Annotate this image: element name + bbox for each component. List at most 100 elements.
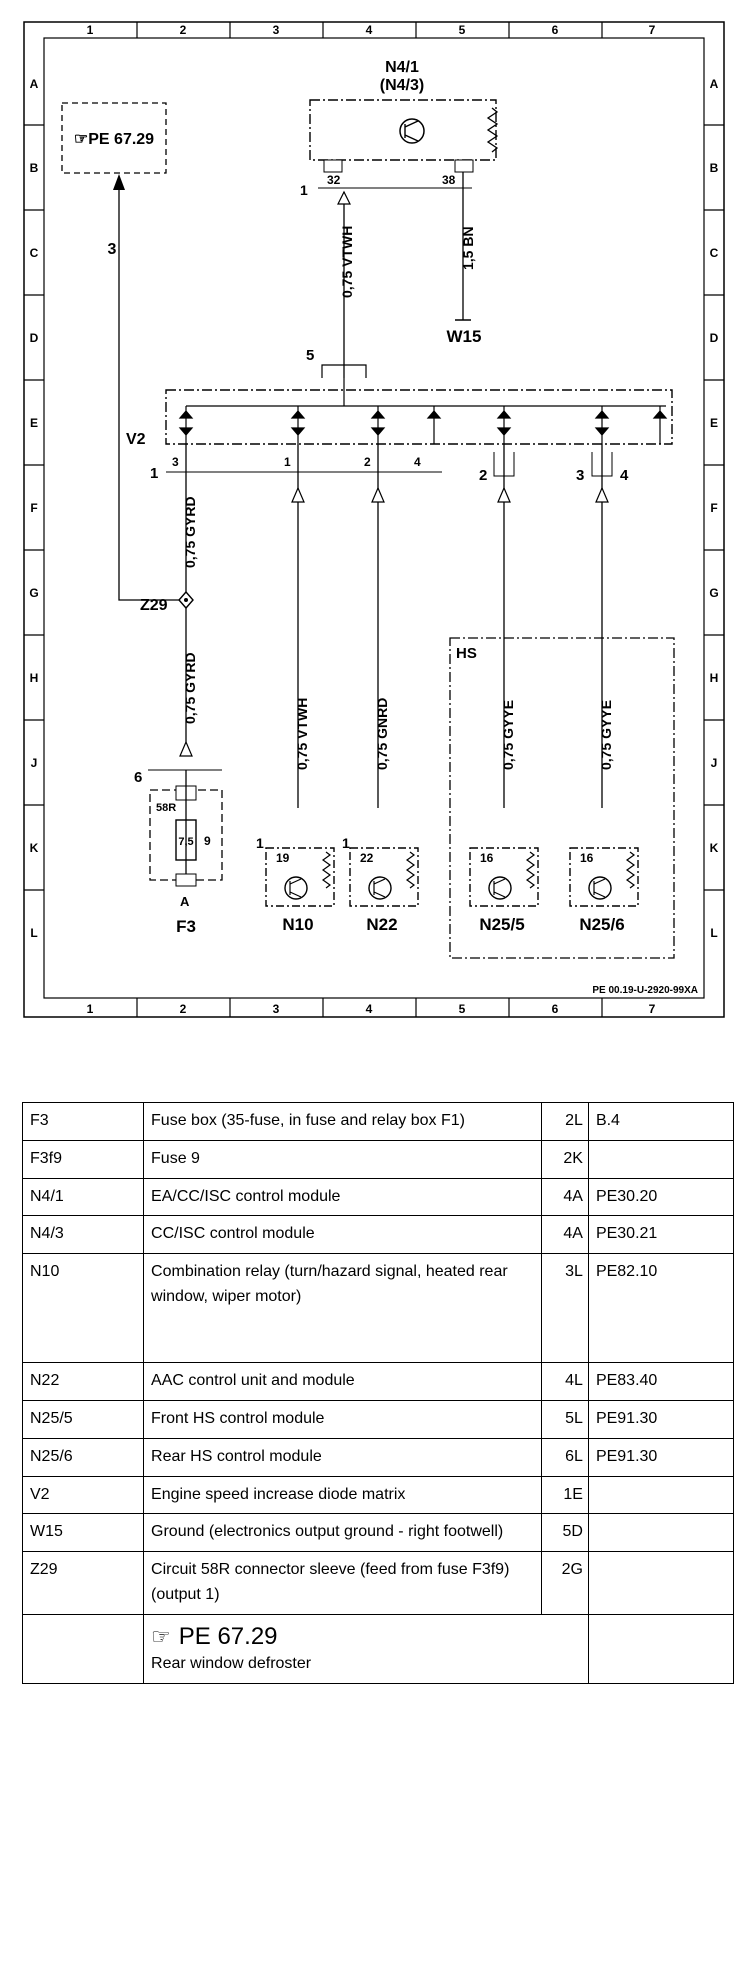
- legend-loc: 1E: [541, 1475, 589, 1515]
- legend-ref: [587, 1139, 735, 1179]
- connector-label: 1: [256, 835, 264, 851]
- transistor-icon: [368, 876, 392, 900]
- row-label: G: [29, 586, 38, 600]
- legend-ref: PE83.40: [587, 1362, 735, 1401]
- row-label: D: [30, 331, 39, 345]
- f3-label: F3: [176, 917, 196, 936]
- n10-module: [265, 847, 335, 907]
- legend-loc: 4A: [541, 1177, 589, 1217]
- transistor-icon: [488, 876, 512, 900]
- connector-label: 1: [150, 465, 158, 482]
- row-label: C: [30, 246, 39, 260]
- row-label: D: [710, 331, 719, 345]
- row-label: A: [710, 77, 719, 91]
- col-label: 3: [273, 23, 280, 37]
- row-label: B: [710, 161, 719, 175]
- legend-code: N25/6: [21, 1437, 145, 1477]
- col-label: 4: [366, 1002, 373, 1016]
- legend-loc: 5D: [541, 1513, 589, 1553]
- row-label: K: [30, 841, 39, 855]
- legend-code: N10: [21, 1253, 145, 1364]
- legend-desc: Circuit 58R connector sleeve (feed from …: [143, 1551, 543, 1615]
- legend-loc: 2K: [541, 1139, 589, 1179]
- row-label: J: [31, 756, 38, 770]
- n4-alt-label: (N4/3): [380, 77, 424, 94]
- legend-ref: PE30.20: [587, 1177, 735, 1217]
- transistor-icon: [284, 876, 308, 900]
- col-label: 2: [180, 23, 187, 37]
- legend-code: N4/1: [21, 1177, 145, 1217]
- n25-5-label: N25/5: [479, 915, 524, 934]
- legend-code: N22: [21, 1362, 145, 1401]
- legend-code: F3: [21, 1102, 145, 1141]
- resistor-icon: [405, 851, 416, 889]
- legend-code: N25/5: [21, 1399, 145, 1439]
- row-label: K: [710, 841, 719, 855]
- frame-inner: [43, 37, 705, 999]
- resistor-icon: [625, 851, 636, 889]
- legend-ref: [587, 1613, 735, 1684]
- v2-diode-matrix: [165, 389, 673, 445]
- legend-ref: [587, 1513, 735, 1553]
- connector-label: 1: [342, 835, 350, 851]
- v2-pin: 3: [172, 455, 179, 469]
- legend-desc: CC/ISC control module: [143, 1215, 543, 1255]
- n22-pin: 22: [360, 851, 374, 865]
- col-label: 7: [649, 23, 656, 37]
- row-label: L: [710, 926, 717, 940]
- legend-ref: B.4: [587, 1102, 735, 1141]
- legend-code: F3f9: [21, 1139, 145, 1179]
- row-label: L: [30, 926, 37, 940]
- n4-label: N4/1: [385, 59, 419, 76]
- connector-label: 1: [300, 182, 308, 198]
- row-label: E: [710, 416, 718, 430]
- legend-ref: PE30.21: [587, 1215, 735, 1255]
- legend-loc: 6L: [541, 1437, 589, 1477]
- wire-label: 0,75 GYRD: [182, 496, 198, 568]
- legend-ref: PE91.30: [587, 1399, 735, 1439]
- col-label: 7: [649, 1002, 656, 1016]
- connector-label: 5: [306, 347, 314, 364]
- n25-6-module: [569, 847, 639, 907]
- legend-desc: Fuse 9: [143, 1139, 543, 1179]
- row-label: F: [710, 501, 717, 515]
- legend-code: W15: [21, 1513, 145, 1553]
- col-label: 5: [459, 1002, 466, 1016]
- wire-label: 0,75 GYRD: [182, 652, 198, 724]
- connector-label: 3: [108, 241, 117, 258]
- resistor-icon: [486, 107, 499, 153]
- z29-label: Z29: [140, 597, 168, 614]
- wire-label: 0,75 VTWH: [339, 226, 355, 298]
- wire-label: 1,5 BN: [460, 226, 476, 270]
- row-label: J: [711, 756, 718, 770]
- legend-desc: Fuse box (35-fuse, in fuse and relay box…: [143, 1102, 543, 1141]
- connector-label: 6: [134, 769, 142, 786]
- wire-label: 0,75 GYYE: [598, 700, 614, 770]
- legend-desc: Ground (electronics output ground - righ…: [143, 1513, 543, 1553]
- hs-box: [449, 637, 675, 959]
- transistor-icon-lines: [404, 120, 419, 142]
- wiring-diagram: 1 2 3 4 5 6 7 1 2 3 4 5 6 7 A B C D E F …: [23, 21, 725, 1018]
- legend-loc: 4L: [541, 1362, 589, 1401]
- resistor-icon: [525, 851, 536, 889]
- wire-label: 0,75 GYYE: [500, 700, 516, 770]
- legend-code: N4/3: [21, 1215, 145, 1255]
- n10-label: N10: [282, 915, 313, 934]
- col-label: 4: [366, 23, 373, 37]
- n25-5-pin: 16: [480, 851, 494, 865]
- n25-6-label: N25/6: [579, 915, 624, 934]
- row-label: C: [710, 246, 719, 260]
- connector-label: 3: [576, 467, 584, 484]
- col-label: 2: [180, 1002, 187, 1016]
- n4-pin-32: 32: [327, 173, 341, 187]
- row-label: A: [30, 77, 39, 91]
- legend-footer-cell: ☞PE 67.29 Rear window defroster: [143, 1613, 589, 1684]
